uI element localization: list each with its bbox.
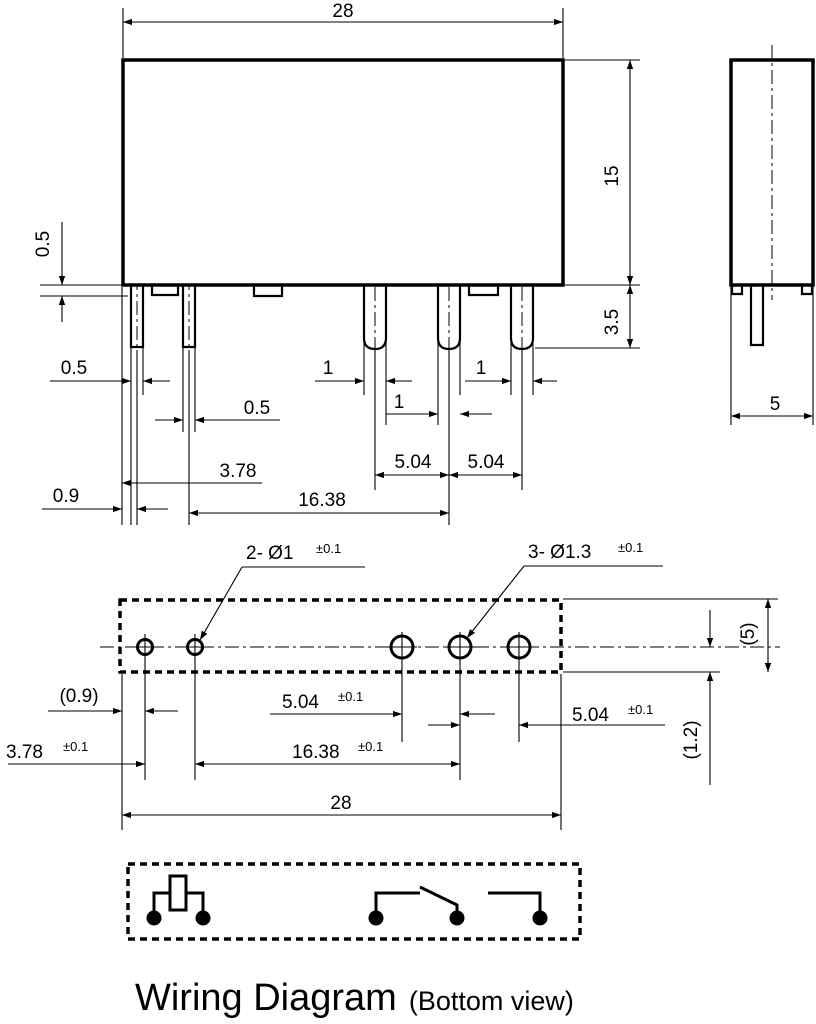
pcb-height: (5) xyxy=(738,622,759,645)
standoff-2 xyxy=(252,285,284,298)
dim-pitch-2: 5.04 xyxy=(468,452,505,473)
pcb-dist-1-tolerance: ±0.1 xyxy=(63,739,88,754)
small-holes-tolerance: ±0.1 xyxy=(316,541,341,556)
pcb-offset: (1.2) xyxy=(681,720,702,759)
wiring-diagram: Wiring Diagram (Bottom view) xyxy=(126,862,582,1019)
wiring-outline xyxy=(126,862,582,941)
side-pin xyxy=(749,281,765,347)
pcb-edge-dist: (0.9) xyxy=(59,686,98,707)
dim-pin-width-large-1: 1 xyxy=(323,358,334,379)
relay-body-front xyxy=(121,58,565,287)
standoff-3 xyxy=(467,285,500,297)
pcb-dist-2: 16.38 xyxy=(292,742,340,763)
small-holes-label: 2- Ø1 xyxy=(246,543,294,564)
dim-pin-width-large-2: 1 xyxy=(394,392,405,413)
dim-pitch-1: 5.04 xyxy=(395,452,432,473)
side-foot-right xyxy=(800,285,814,296)
side-foot-left xyxy=(730,285,744,296)
dim-pin-dist-1: 3.78 xyxy=(220,461,257,482)
coil-symbol xyxy=(146,874,211,926)
contact-symbol xyxy=(368,885,548,926)
front-view: 28 15 3.5 0.5 0.5 xyxy=(33,1,640,525)
pcb-dist-2-tolerance: ±0.1 xyxy=(358,739,383,754)
dim-width: 28 xyxy=(332,1,353,22)
pcb-dist-1: 3.78 xyxy=(6,742,43,763)
large-holes-label: 3- Ø1.3 xyxy=(528,542,591,563)
dim-pin-width-small-2: 0.5 xyxy=(244,398,270,419)
dim-height: 15 xyxy=(602,165,623,186)
dim-pin-width-small: 0.5 xyxy=(61,358,87,379)
dim-pin-dist-2: 16.38 xyxy=(298,490,346,511)
pcb-width: 28 xyxy=(330,793,351,814)
pcb-outline xyxy=(118,598,563,674)
pcb-pitch-1-tolerance: ±0.1 xyxy=(338,689,363,704)
dim-pin-length: 3.5 xyxy=(602,309,623,335)
dim-edge-dist: 0.9 xyxy=(53,486,79,507)
dim-depth: 5 xyxy=(770,394,781,415)
large-holes-tolerance: ±0.1 xyxy=(618,540,643,555)
dim-pin-offset: 0.5 xyxy=(33,231,54,257)
side-view: 5 xyxy=(729,45,815,425)
pcb-layout: 2- Ø1 ±0.1 3- Ø1.3 ±0.1 (5) (1.2) (0.9) … xyxy=(6,540,780,830)
dim-pin-width-large-3: 1 xyxy=(476,358,487,379)
wiring-title: Wiring Diagram (Bottom view) xyxy=(135,977,574,1019)
pcb-pitch-2: 5.04 xyxy=(572,705,609,726)
standoff-1 xyxy=(150,285,180,297)
pcb-pitch-1: 5.04 xyxy=(282,692,319,713)
pcb-pitch-2-tolerance: ±0.1 xyxy=(628,702,653,717)
